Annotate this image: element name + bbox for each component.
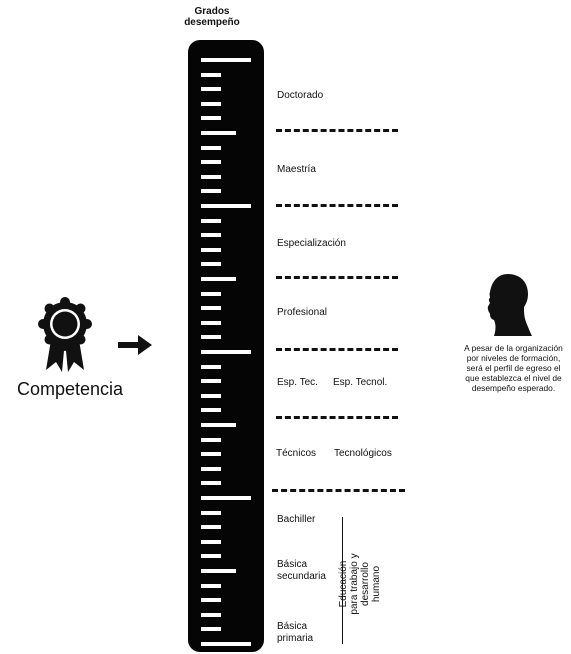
ruler-tick [201,525,221,530]
level-especializacion: Especialización [277,238,346,249]
human-head-icon [487,274,532,336]
level-basica-secundaria: Básica secundaria [277,559,326,583]
ruler-tick [201,379,221,384]
ruler-tick [201,642,251,646]
profile-note-line-1: A pesar de la organización [464,343,563,353]
ruler-tick [201,145,221,150]
level-tecnicos: Técnicos [276,448,317,459]
level-divider-5 [276,416,398,419]
ruler-tick [201,291,221,296]
ruler-tick [201,58,251,62]
level-divider-3 [276,276,398,279]
profile-note: A pesar de la organización por niveles d… [456,343,571,393]
level-tecnologicos: Tecnológicos [334,448,392,459]
ruler-title-line-1: Grados [194,6,230,17]
ruler-tick [201,481,221,486]
education-trabajo-line-1: Educación [338,560,349,608]
ruler-tick [201,437,221,442]
ruler-tick [201,204,251,208]
ruler-tick [201,101,221,106]
profile-note-line-5: desempeño esperado. [471,383,556,393]
ruler-tick [201,423,236,427]
ruler-tick [201,627,221,632]
level-divider-1 [276,129,398,132]
ruler-title: Grados desempeño [176,6,248,28]
level-basica-secundaria-line-2: secundaria [277,571,326,582]
ruler-tick [201,174,221,179]
ruler-tick [201,131,236,135]
education-trabajo-line-3: desarrollo [360,562,371,606]
ruler-tick [201,87,221,92]
education-trabajo-line-4: humano [371,565,382,603]
ruler-tick [201,320,221,325]
ruler-tick [201,277,236,281]
level-basica-primaria: Básica primaria [277,621,313,645]
ruler-title-line-2: desempeño [184,17,240,28]
ruler-tick [201,466,221,471]
ruler-tick [201,364,221,369]
ruler-tick [201,539,221,544]
level-divider-2 [276,204,398,207]
level-maestria: Maestría [277,164,316,175]
profile-note-line-2: por niveles de formación, [466,353,561,363]
ruler-tick [201,569,236,573]
ruler-tick [201,452,221,457]
profile-note-line-3: será el perfil de egreso el [466,363,561,373]
ruler-tick [201,233,221,238]
ruler-tick [201,306,221,311]
ruler-tick [201,262,221,267]
level-profesional: Profesional [277,307,328,318]
ruler-tick [201,612,221,617]
award-ribbon-icon [38,297,92,372]
education-trabajo-label: Educación para trabajo y desarrollo huma… [338,524,382,644]
ruler-tick [201,218,221,223]
level-basica-secundaria-line-1: Básica [277,559,308,570]
education-bracket-line [342,517,343,644]
competencia-label: Competencia [16,379,124,399]
level-divider-6 [272,489,405,492]
ruler-tick [201,408,221,413]
level-esp-tec: Esp. Tec. [277,377,318,388]
arrow-right-icon [118,335,152,355]
profile-note-line-4: que establezca el nivel de [465,373,562,383]
ruler-tick [201,583,221,588]
level-bachiller: Bachiller [277,514,316,525]
ruler-tick [201,116,221,121]
level-esp-tecnol: Esp. Tecnol. [333,377,388,388]
ruler-tick [201,554,221,559]
ruler-tick [201,160,221,165]
ruler-tick [201,72,221,77]
level-basica-primaria-line-1: Básica [277,621,308,632]
ruler-tick [201,496,251,500]
ruler-tick [201,189,221,194]
ruler-tick [201,393,221,398]
level-basica-primaria-line-2: primaria [277,633,314,644]
ruler-tick [201,598,221,603]
ruler-tick [201,335,221,340]
performance-ruler [188,40,264,652]
level-divider-4 [276,348,398,351]
ruler-tick [201,510,221,515]
level-doctorado: Doctorado [277,90,324,101]
ruler-tick [201,350,251,354]
ruler-tick [201,247,221,252]
education-trabajo-line-2: para trabajo y [349,553,360,615]
